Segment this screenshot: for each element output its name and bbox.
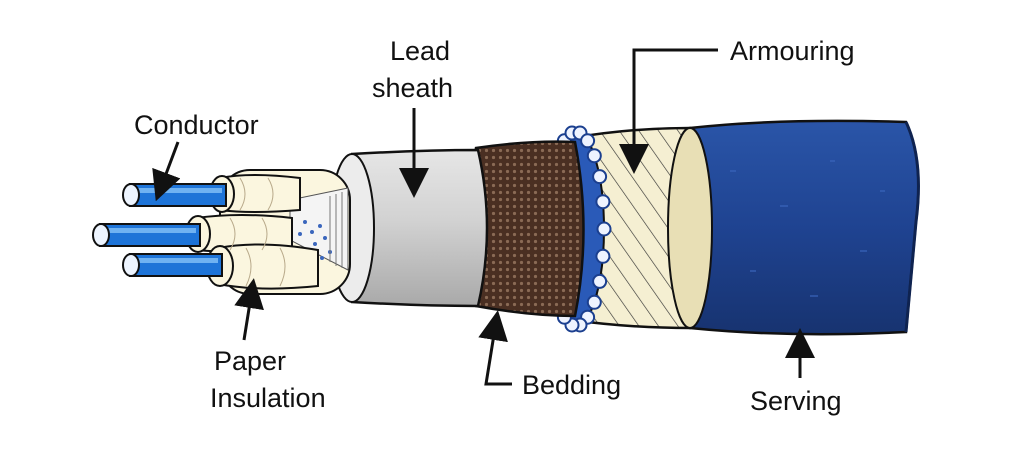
conductor-bottom [122,253,223,277]
conductor-arrow [152,141,181,202]
armour-wire [595,248,611,264]
label-paper-line2: Insulation [210,383,326,413]
label-conductor: Conductor [134,110,259,140]
label-armouring: Armouring [730,36,855,66]
armouring-arrow [619,48,718,174]
armour-wire [592,273,608,289]
label-lead-sheath-line1: Lead [390,36,450,66]
armour-wire [595,194,611,210]
serving-layer [688,119,920,336]
armour-wire [586,294,602,310]
lead-sheath-layer [329,148,489,308]
label-bedding: Bedding [522,370,621,400]
paper-insulation-cores [185,169,351,295]
conductor-middle [92,223,201,247]
bedding-arrow [478,310,512,386]
label-paper-line1: Paper [214,346,286,376]
armour-wire [596,221,612,237]
conductors [92,183,227,277]
conductor-top [122,183,227,207]
armour-wire [586,148,602,164]
paper-insulation-arrow [234,278,264,341]
armour-wire [580,133,596,149]
armour-wire [592,169,608,185]
label-lead-sheath-line2: sheath [372,73,453,103]
label-serving: Serving [750,386,842,416]
